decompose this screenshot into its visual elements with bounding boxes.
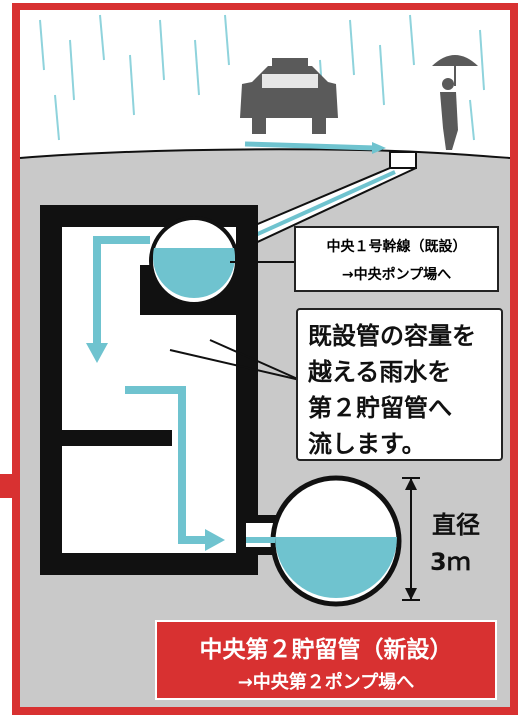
existing-pipe-label-box: 中央１号幹線（既設） →中央ポンプ場へ [294, 226, 499, 292]
diameter-value: 3ｍ [430, 548, 471, 576]
existing-pipe [149, 216, 239, 306]
callout-line-2: 越える雨水を [308, 358, 452, 386]
existing-pipe-name: 中央１号幹線（既設） [326, 239, 467, 255]
new-pipe-name: 中央第２貯留管（新設） [199, 637, 453, 663]
overflow-callout: 既設管の容量を 越える雨水を 第２貯留管へ 流します。 [296, 308, 503, 461]
new-storage-pipe [246, 475, 402, 607]
callout-line-3: 第２貯留管へ [308, 394, 452, 422]
ground-surface-line [19, 148, 511, 159]
callout-line-4: 流します。 [308, 430, 426, 458]
existing-pipe-destination: →中央ポンプ場へ [341, 267, 452, 283]
leader-lines [169, 261, 301, 381]
car-icon [240, 58, 338, 134]
street-inlet [389, 151, 417, 169]
down-arrowhead [86, 343, 108, 363]
diameter-label: 直径 [432, 511, 480, 539]
edge-marker [0, 474, 12, 498]
callout-line-1: 既設管の容量を [308, 322, 476, 350]
overflow-arrows [93, 236, 208, 544]
runoff-arrow [244, 141, 386, 154]
new-pipe-destination: →中央第２ポンプ場へ [237, 672, 415, 693]
person-with-umbrella-icon [432, 55, 478, 150]
rain-icon [39, 14, 485, 141]
new-pipe-label-box: 中央第２貯留管（新設） →中央第２ポンプ場へ [155, 620, 497, 700]
right-arrowhead [205, 529, 225, 551]
